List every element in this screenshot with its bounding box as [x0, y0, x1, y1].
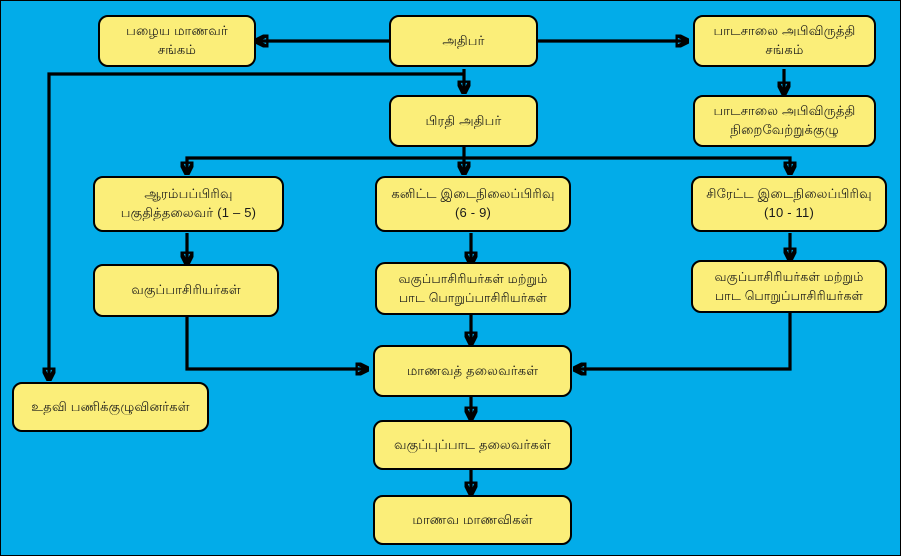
node-senior-secondary-section[interactable]: சிரேட்ட இடைநிலைப்பிரிவு (10 - 11) — [691, 176, 887, 232]
node-label: கனிட்ட இடைநிலைப்பிரிவு (6 - 9) — [391, 186, 555, 220]
node-old-students-association[interactable]: பழைய மாணவர் சங்கம் — [98, 15, 256, 67]
node-class-teachers-primary[interactable]: வகுப்பாசிரியர்கள் — [93, 264, 279, 317]
node-primary-section-head[interactable]: ஆரம்பப்பிரிவு பகுதித்தலைவர் (1 – 5) — [93, 176, 284, 232]
node-deputy-principal[interactable]: பிரதி அதிபர் — [389, 95, 538, 147]
node-label: அதிபர் — [442, 32, 485, 48]
wire-bus-right — [464, 156, 790, 173]
node-label: வகுப்பாசிரியர்கள் மற்றும் பாட பொறுப்பாசி… — [714, 270, 864, 303]
node-principal[interactable]: அதிபர் — [389, 15, 538, 67]
wire-primary-teachers-to-student-leaders — [185, 317, 367, 369]
node-label: பாடசாலை அபிவிருத்தி நிறைவேற்றுக்குழு — [713, 103, 856, 137]
node-label: சிரேட்ட இடைநிலைப்பிரிவு (10 - 11) — [706, 186, 872, 220]
node-label: மாணவ மாணவிகள் — [412, 511, 533, 527]
node-label: ஆரம்பப்பிரிவு பகுதித்தலைவர் (1 – 5) — [120, 186, 257, 220]
node-student-leaders[interactable]: மாணவத் தலைவர்கள் — [373, 345, 572, 397]
node-label: பாடசாலை அபிவிருத்தி சங்கம் — [713, 23, 856, 57]
node-label: பிரதி அதிபர் — [425, 112, 502, 128]
node-label: வகுப்புப்பாட தலைவர்கள் — [393, 436, 551, 452]
node-school-development-executive-committee[interactable]: பாடசாலை அபிவிருத்தி நிறைவேற்றுக்குழு — [693, 95, 876, 147]
node-class-and-subject-teachers-senior[interactable]: வகுப்பாசிரியர்கள் மற்றும் பாட பொறுப்பாசி… — [691, 260, 887, 313]
node-junior-secondary-section[interactable]: கனிட்ட இடைநிலைப்பிரிவு (6 - 9) — [375, 176, 571, 232]
wire-bus-left — [187, 156, 464, 173]
node-label: பழைய மாணவர் சங்கம் — [126, 23, 228, 57]
node-label: வகுப்பாசிரியர்கள் — [131, 282, 241, 298]
node-students[interactable]: மாணவ மாணவிகள் — [373, 495, 572, 545]
node-class-subject-leaders[interactable]: வகுப்புப்பாட தலைவர்கள் — [373, 420, 572, 470]
node-support-staff[interactable]: உதவி பணிக்குழுவினர்கள் — [12, 382, 209, 432]
node-school-development-society[interactable]: பாடசாலை அபிவிருத்தி சங்கம் — [693, 15, 876, 67]
node-class-and-subject-teachers-junior[interactable]: வகுப்பாசிரியர்கள் மற்றும் பாட பொறுப்பாசி… — [375, 262, 571, 315]
wire-senior-teachers-to-student-leaders — [575, 312, 792, 369]
node-label: வகுப்பாசிரியர்கள் மற்றும் பாட பொறுப்பாசி… — [398, 272, 548, 305]
node-label: உதவி பணிக்குழுவினர்கள் — [31, 398, 190, 414]
node-label: மாணவத் தலைவர்கள் — [406, 362, 539, 378]
